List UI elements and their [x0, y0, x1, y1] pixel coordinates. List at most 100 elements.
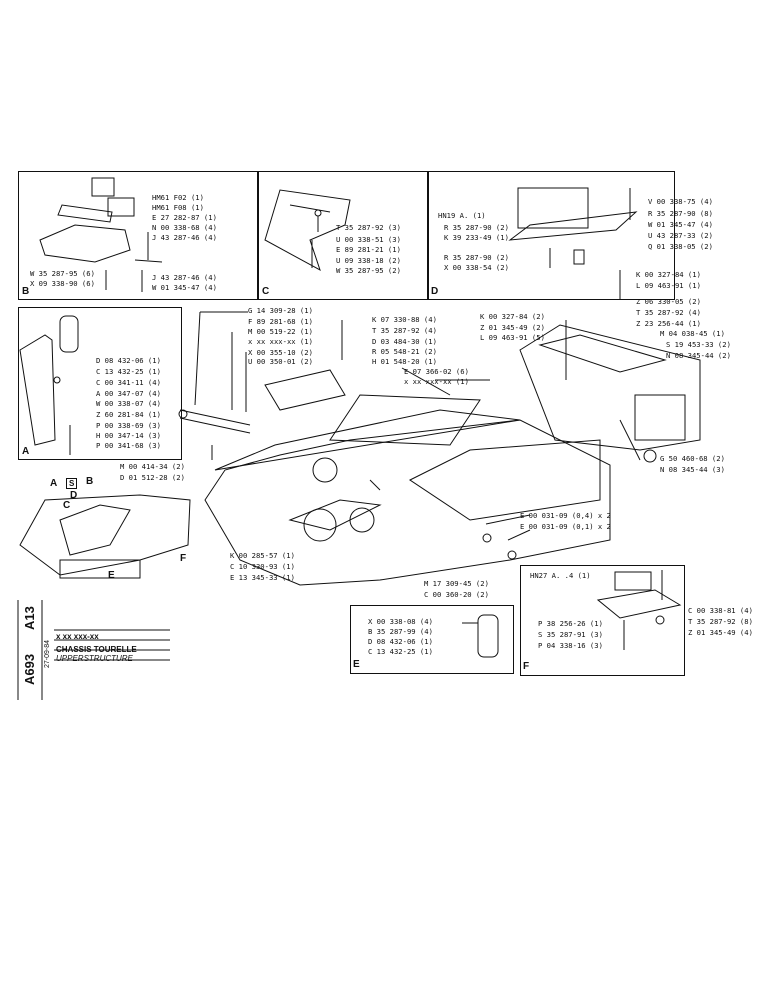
box-letter-c: C: [262, 286, 270, 297]
overview-label-e: E: [108, 570, 115, 581]
part-label: Q 01 338-05 (2): [648, 242, 713, 251]
part-label: x xx xxx-xx (1): [248, 337, 313, 346]
part-label: X 00 338-08 (4): [368, 617, 433, 626]
part-label: S 35 287-91 (3): [538, 630, 603, 639]
overview-label-c: C: [63, 500, 71, 511]
counterweight-drawing: [519, 324, 701, 451]
part-label: K 00 327-84 (2): [480, 312, 545, 321]
bracket-c-drawing: [264, 189, 351, 272]
part-label: S 19 453-33 (2): [666, 340, 731, 349]
part-label: U 00 338-51 (3): [336, 235, 401, 244]
overview-drawing: [19, 494, 191, 576]
part-label: E 89 281-21 (1): [336, 245, 401, 254]
part-label: R 35 287-90 (2): [444, 253, 509, 262]
part-label: T 35 287-92 (3): [336, 223, 401, 232]
part-label: HM61 F08 (1): [152, 203, 204, 212]
chassis-frame-drawing: [204, 419, 611, 586]
part-label: Z 60 281-84 (1): [96, 410, 161, 419]
part-label: D 01 512-28 (2): [120, 473, 185, 482]
box-letter-d: D: [431, 286, 439, 297]
part-label: Z 01 345-49 (2): [480, 323, 545, 332]
part-label: J 43 287-46 (4): [152, 233, 217, 242]
part-label: P 00 338-69 (3): [96, 421, 161, 430]
part-label: D 08 432-06 (1): [368, 637, 433, 646]
plate-f-drawing: [596, 589, 682, 619]
block-d-drawing: [517, 187, 589, 229]
part-label: J 43 287-46 (4): [152, 273, 217, 282]
part-label: P 38 256-26 (1): [538, 619, 603, 628]
part-label: P 00 341-68 (3): [96, 441, 161, 450]
box-letter-f: F: [523, 661, 530, 672]
part-label: W 35 287-95 (2): [336, 266, 401, 275]
part-label: V 00 338-75 (4): [648, 197, 713, 206]
part-label: X 00 338-54 (2): [444, 263, 509, 272]
part-label: U 43 287-33 (2): [648, 231, 713, 240]
part-label: N 00 338-68 (4): [152, 223, 217, 232]
handle-e-drawing: [477, 614, 499, 658]
part-label: H 01 548-20 (1): [372, 357, 437, 366]
part-label: C 00 341-11 (4): [96, 378, 161, 387]
part-label: W 01 345-47 (4): [648, 220, 713, 229]
part-label: R 05 548-21 (2): [372, 347, 437, 356]
part-label: N 08 345-44 (2): [666, 351, 731, 360]
part-label: F 89 281-68 (1): [248, 317, 313, 326]
title-ref-code: x xx xxx-xx: [56, 632, 99, 641]
overview-label-d: D: [70, 490, 78, 501]
part-label: K 39 233-49 (1): [444, 233, 509, 242]
part-label: U 00 350-01 (2): [248, 357, 313, 366]
detail-box-c: [258, 171, 428, 300]
detail-box-f: [520, 565, 685, 676]
part-label: H 00 347-14 (3): [96, 431, 161, 440]
bracket-b-drawing: [39, 224, 131, 263]
part-label: T 35 287-92 (4): [636, 308, 701, 317]
overview-label-f: F: [180, 553, 187, 564]
part-label: HN27 A. .4 (1): [530, 571, 591, 580]
part-label: E 27 282-87 (1): [152, 213, 217, 222]
part-label: HN19 A. (1): [438, 211, 486, 220]
part-label: Z 06 330-05 (2): [636, 297, 701, 306]
part-label: M 17 309-45 (2): [424, 579, 489, 588]
part-label: Z 23 256-44 (1): [636, 319, 701, 328]
part-label: W 00 338-07 (4): [96, 399, 161, 408]
part-label: W 35 287-95 (6): [30, 269, 95, 278]
part-label: C 13 432-25 (1): [96, 367, 161, 376]
part-label: D 08 432-06 (1): [96, 356, 161, 365]
part-label: G 50 460-68 (2): [660, 454, 725, 463]
part-label: X 00 355-10 (2): [248, 348, 313, 357]
part-label: G 14 309-28 (1): [248, 306, 313, 315]
part-label: T 35 287-92 (4): [372, 326, 437, 335]
part-label: P 04 338-16 (3): [538, 641, 603, 650]
part-label: W 01 345-47 (4): [152, 283, 217, 292]
overview-label-b: B: [86, 476, 94, 487]
part-label: K 00 327-84 (1): [636, 270, 701, 279]
part-label: M 00 519-22 (1): [248, 327, 313, 336]
detail-box-d: [428, 171, 675, 300]
part-label: U 09 338-18 (2): [336, 256, 401, 265]
part-label: L 09 463-91 (5): [480, 333, 545, 342]
box-letter-e: E: [353, 659, 360, 670]
part-label: C 00 338-81 (4): [688, 606, 753, 615]
detail-box-e: [350, 605, 514, 674]
part-label: D 03 484-30 (1): [372, 337, 437, 346]
part-label: T 35 287-92 (8): [688, 617, 753, 626]
title-en: UPPERSTRUCTURE: [56, 654, 133, 663]
box-letter-b: B: [22, 286, 30, 297]
part-label: B 35 287-99 (4): [368, 627, 433, 636]
overview-label-a: A: [50, 478, 58, 489]
part-label: Z 01 345-49 (4): [688, 628, 753, 637]
part-label: K 07 330-88 (4): [372, 315, 437, 324]
title-date: 27-09-84: [44, 639, 51, 668]
part-label: C 00 360-20 (2): [424, 590, 489, 599]
part-label: HM61 F02 (1): [152, 193, 204, 202]
side-code-a693: A693: [22, 653, 37, 685]
part-label: K 00 285-57 (1): [230, 551, 295, 560]
part-label: E 00 031-09 (0,4) x 2: [520, 511, 611, 520]
part-label: X 09 338-90 (6): [30, 279, 95, 288]
handle-a-drawing: [19, 334, 56, 446]
overview-label-s: S: [66, 478, 78, 489]
title-fr: CHASSIS TOURELLE: [56, 645, 137, 654]
part-label: R 35 287-90 (8): [648, 209, 713, 218]
part-label: R 35 287-90 (2): [444, 223, 509, 232]
